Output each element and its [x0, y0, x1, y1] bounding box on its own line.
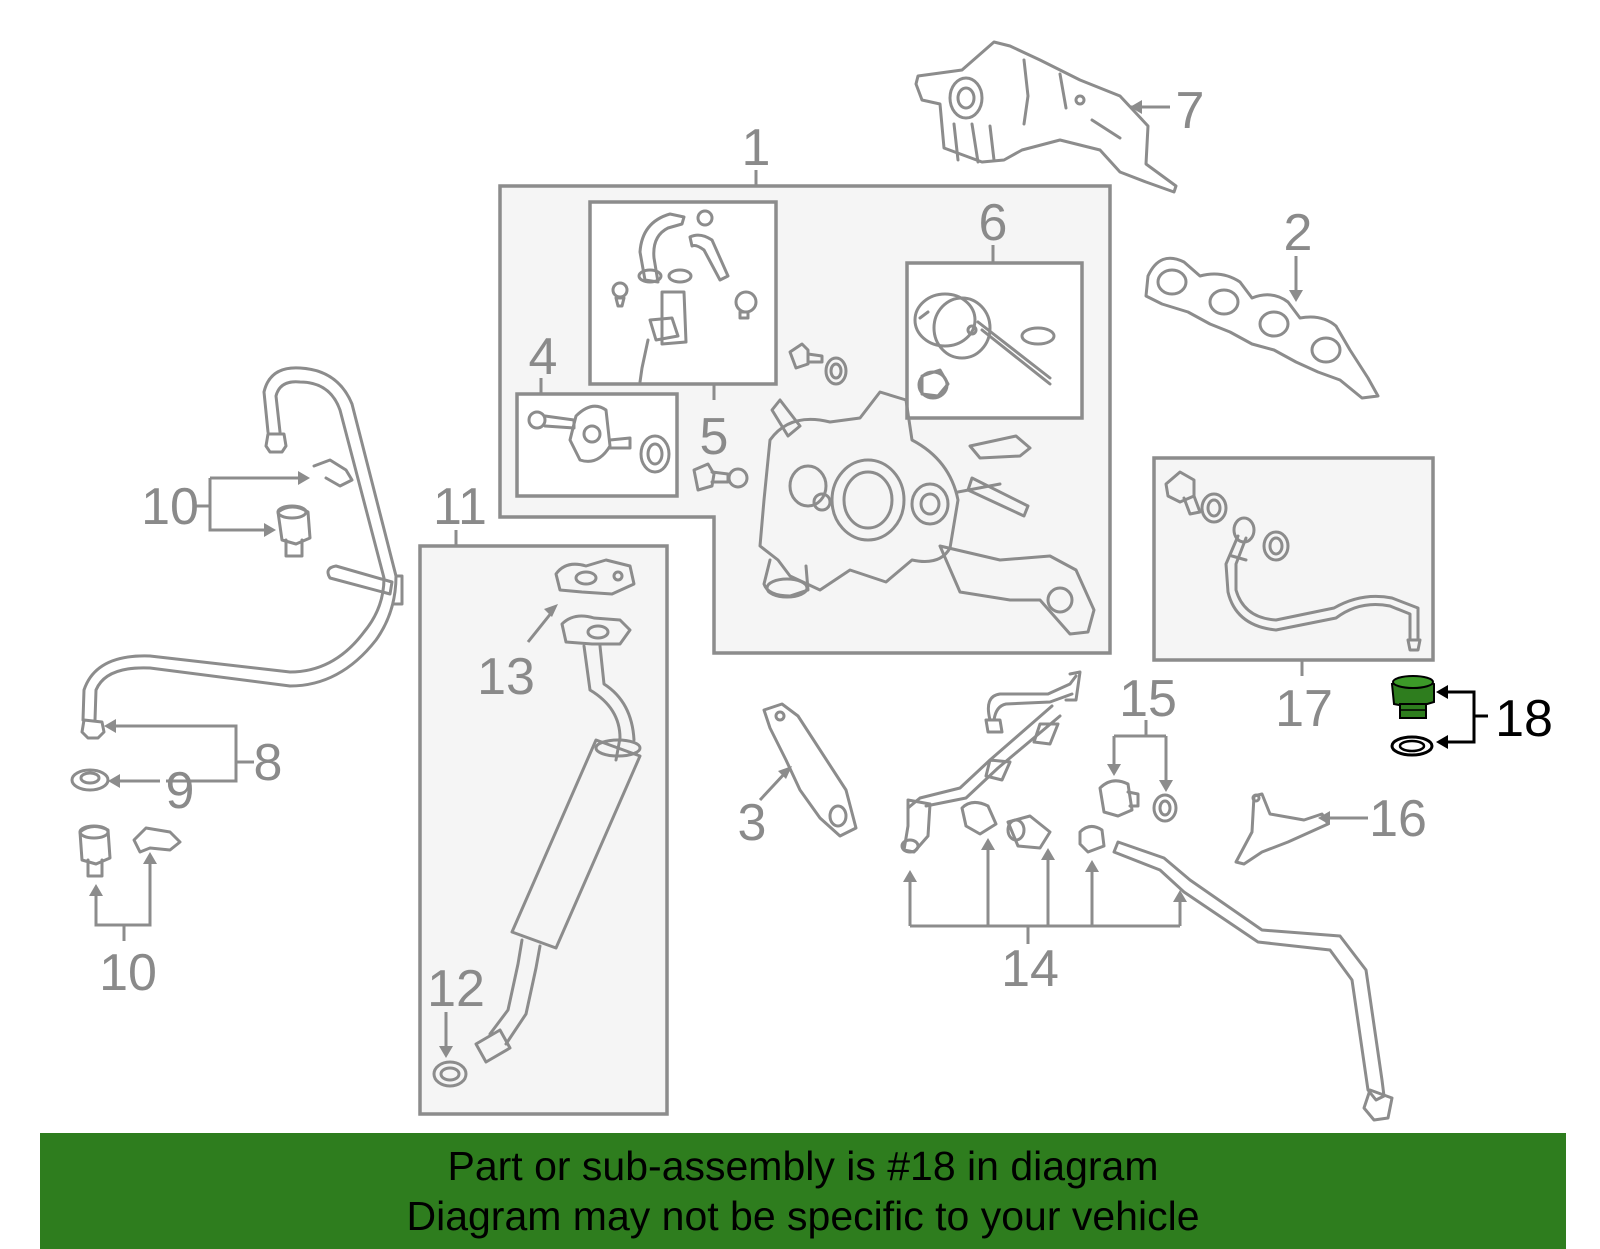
label-9: 9 — [166, 762, 195, 820]
part-8-oil-feed-line — [80, 366, 404, 740]
part-11-return-pipe — [432, 558, 642, 1088]
part-6-actuator — [913, 292, 1056, 400]
label-16: 16 — [1369, 790, 1427, 848]
part-2-gasket — [1144, 256, 1380, 400]
part-5-hoses — [611, 209, 758, 384]
banner-line-1: Part or sub-assembly is #18 in diagram — [447, 1143, 1159, 1189]
label-10-upper: 10 — [141, 478, 199, 536]
label-4: 4 — [529, 328, 558, 386]
part-15-plug-washer — [1098, 779, 1178, 823]
label-1: 1 — [742, 119, 771, 177]
part-3-bracket — [762, 702, 858, 838]
part-18-washer — [1390, 735, 1434, 757]
banner-line-2: Diagram may not be specific to your vehi… — [406, 1193, 1200, 1239]
label-5: 5 — [700, 408, 729, 466]
part-4-plate-bolts — [527, 404, 671, 474]
label-7: 7 — [1176, 82, 1205, 140]
part-17-oil-line — [1164, 470, 1422, 652]
label-12: 12 — [427, 960, 485, 1018]
label-6: 6 — [979, 194, 1008, 252]
part-1-turbocharger — [692, 342, 1096, 636]
part-7-heat-shield — [914, 40, 1178, 194]
label-11: 11 — [433, 478, 487, 536]
part-14-oil-pipe — [900, 670, 1394, 1122]
info-banner: Part or sub-assembly is #18 in diagram D… — [40, 1133, 1566, 1249]
label-13: 13 — [477, 648, 535, 706]
part-18-drain-plug — [1390, 675, 1435, 719]
label-17: 17 — [1275, 680, 1333, 738]
part-10-fittings-upper — [276, 458, 354, 558]
label-18: 18 — [1495, 690, 1553, 748]
label-14: 14 — [1001, 940, 1059, 998]
part-10-fittings-lower — [78, 824, 182, 878]
label-2: 2 — [1284, 204, 1313, 262]
label-8: 8 — [254, 734, 283, 792]
label-10-lower: 10 — [99, 944, 157, 1002]
box-11-oil-return — [418, 544, 669, 1116]
box-17-oil-line — [1152, 456, 1435, 662]
label-15: 15 — [1119, 670, 1177, 728]
label-3: 3 — [738, 794, 767, 852]
part-16-bracket — [1234, 792, 1330, 866]
part-9-washer — [70, 768, 110, 792]
